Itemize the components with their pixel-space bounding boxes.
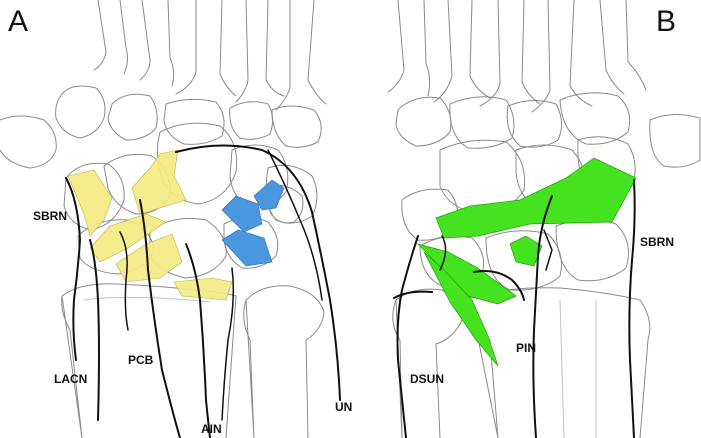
label-sbrn-a: SBRN [33,209,67,223]
sbrn-nerve-b [629,180,634,438]
panel-b-letter: B [656,5,676,38]
label-ain: AIN [201,422,222,436]
panel-b: B [388,0,700,438]
label-un: UN [335,400,352,414]
sbrn-nerve [66,178,80,360]
label-sbrn-b: SBRN [640,235,674,249]
label-lacn: LACN [54,372,87,386]
panel-a-yellow-regions [68,150,232,300]
panel-a-blue-regions [222,180,284,266]
label-pcb: PCB [128,353,154,367]
panel-a: A [0,0,352,438]
blue-region-1 [222,196,262,232]
yellow-region-5 [174,278,232,300]
green-region-1 [436,158,636,238]
blue-region-3 [222,230,272,266]
pcb-nerve [140,200,180,438]
nerve-branch-b2 [544,230,552,270]
panel-a-letter: A [8,5,28,38]
label-dsun: DSUN [410,372,444,386]
panel-b-green-regions [418,158,636,366]
label-pin: PIN [516,341,536,355]
